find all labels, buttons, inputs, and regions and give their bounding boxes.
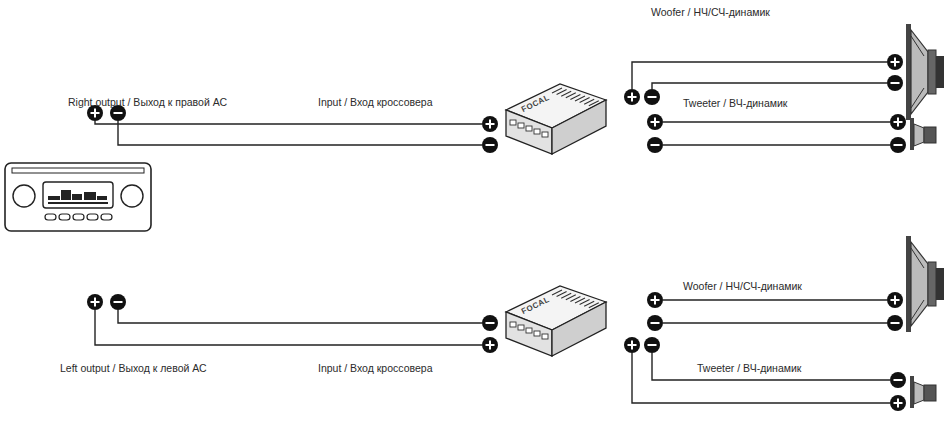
minus-sign bbox=[651, 322, 660, 324]
terminal bbox=[890, 372, 906, 388]
wire bbox=[632, 353, 890, 403]
woofer-speaker bbox=[906, 24, 944, 120]
wire bbox=[95, 310, 482, 345]
wire bbox=[652, 353, 890, 380]
minus-sign bbox=[894, 144, 903, 146]
minus-sign bbox=[651, 144, 660, 146]
terminal bbox=[110, 294, 126, 310]
minus-sign bbox=[648, 344, 657, 346]
wire bbox=[118, 310, 482, 323]
wire-label: Input / Вход кроссовера bbox=[318, 96, 433, 108]
crossover-shape bbox=[500, 80, 610, 158]
wire bbox=[652, 83, 887, 89]
terminal bbox=[890, 395, 906, 411]
woofer-speaker bbox=[906, 236, 944, 332]
wire-label: Right output / Выход к правой АС bbox=[68, 96, 227, 108]
wire-label: Woofer / НЧ/СЧ-динамик bbox=[683, 280, 802, 292]
plus-sign bbox=[891, 58, 900, 67]
plus-sign bbox=[486, 341, 495, 350]
terminal bbox=[482, 337, 498, 353]
tweeter-speaker bbox=[910, 376, 936, 408]
wire-label: Tweeter / ВЧ-динамик bbox=[683, 97, 787, 109]
minus-sign bbox=[486, 144, 495, 146]
plus-sign bbox=[891, 296, 900, 305]
plus-sign bbox=[91, 298, 100, 307]
wire bbox=[95, 121, 482, 124]
wire bbox=[632, 62, 887, 89]
plus-sign bbox=[894, 118, 903, 127]
plus-sign bbox=[628, 93, 637, 102]
terminal bbox=[647, 292, 663, 308]
head-unit bbox=[5, 163, 151, 231]
wire bbox=[663, 322, 887, 323]
terminal bbox=[890, 137, 906, 153]
terminal bbox=[887, 315, 903, 331]
terminal bbox=[644, 89, 660, 105]
terminal bbox=[482, 315, 498, 331]
terminal bbox=[87, 294, 103, 310]
cooling-fins bbox=[552, 88, 599, 106]
minus-sign bbox=[891, 322, 900, 324]
terminal bbox=[887, 292, 903, 308]
wire-label: Tweeter / ВЧ-динамик bbox=[697, 362, 801, 374]
wire-label: Left output / Выход к левой АС bbox=[60, 362, 207, 374]
crossover-box: FOCAL bbox=[500, 80, 610, 158]
plus-sign bbox=[628, 341, 637, 350]
terminal bbox=[647, 315, 663, 331]
minus-sign bbox=[486, 322, 495, 324]
terminal bbox=[887, 75, 903, 91]
terminal bbox=[890, 114, 906, 130]
wire-label: Woofer / НЧ/СЧ-динамик bbox=[651, 6, 770, 18]
wire-label: Input / Вход кроссовера bbox=[318, 362, 433, 374]
minus-sign bbox=[894, 379, 903, 381]
terminal bbox=[624, 337, 640, 353]
minus-sign bbox=[114, 301, 123, 303]
plus-sign bbox=[651, 296, 660, 305]
tweeter-speaker bbox=[910, 118, 936, 150]
terminal bbox=[647, 137, 663, 153]
wires bbox=[95, 62, 890, 403]
wire bbox=[663, 299, 887, 300]
minus-sign bbox=[648, 96, 657, 98]
plus-sign bbox=[486, 120, 495, 129]
crossover-box: FOCAL bbox=[500, 282, 610, 360]
terminal bbox=[482, 137, 498, 153]
terminal bbox=[482, 116, 498, 132]
wire bbox=[118, 121, 482, 145]
terminal bbox=[644, 337, 660, 353]
crossover-shape bbox=[500, 282, 610, 360]
minus-sign bbox=[114, 112, 123, 114]
plus-sign bbox=[651, 118, 660, 127]
cooling-fins bbox=[552, 290, 599, 308]
terminal bbox=[647, 114, 663, 130]
minus-sign bbox=[891, 82, 900, 84]
terminal bbox=[887, 54, 903, 70]
wire bbox=[663, 121, 890, 122]
terminal bbox=[624, 89, 640, 105]
wire bbox=[663, 144, 890, 145]
plus-sign bbox=[894, 399, 903, 408]
plus-sign bbox=[91, 109, 100, 118]
